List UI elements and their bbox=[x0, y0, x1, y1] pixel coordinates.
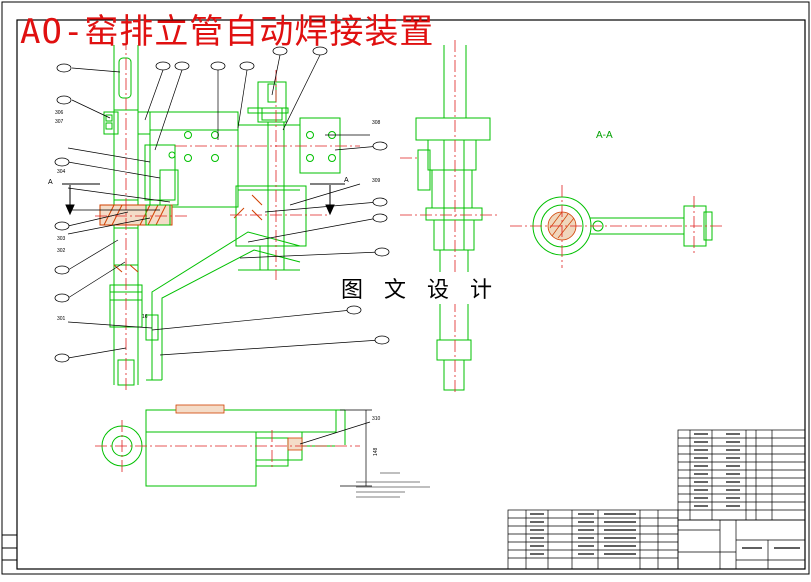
drawing-title: AO-窑排立管自动焊接装置 bbox=[20, 12, 435, 52]
watermark-text: 图 文 设 计 bbox=[337, 272, 503, 304]
part-balloons bbox=[54, 46, 390, 363]
section-a-a-view: A-A bbox=[510, 130, 725, 268]
section-marker-right: A bbox=[344, 177, 349, 184]
label-304: 304 bbox=[57, 169, 66, 175]
parts-list-entries bbox=[530, 433, 800, 555]
label-16: 16 bbox=[142, 314, 148, 320]
label-310: 310 bbox=[372, 416, 381, 422]
side-view bbox=[415, 45, 491, 391]
left-margin-marks bbox=[2, 534, 17, 561]
inner-border bbox=[16, 19, 806, 570]
parts-list-table bbox=[507, 429, 806, 570]
label-302: 302 bbox=[57, 248, 66, 254]
label-309: 309 bbox=[372, 178, 381, 184]
dimension-148: 148 bbox=[373, 447, 379, 456]
main-front-view bbox=[62, 38, 360, 392]
section-marker-left: A bbox=[48, 179, 53, 186]
label-307: 307 bbox=[55, 119, 64, 125]
label-301: 301 bbox=[57, 316, 66, 322]
part-labels: 306 307 304 303 302 301 308 309 16 bbox=[55, 110, 381, 322]
bottom-view: 310 148 bbox=[95, 404, 381, 487]
section-label: A-A bbox=[596, 130, 613, 141]
leader-lines bbox=[67, 54, 381, 359]
technical-notes bbox=[356, 472, 430, 498]
label-306: 306 bbox=[55, 110, 64, 116]
label-303: 303 bbox=[57, 236, 66, 242]
label-308: 308 bbox=[372, 120, 381, 126]
